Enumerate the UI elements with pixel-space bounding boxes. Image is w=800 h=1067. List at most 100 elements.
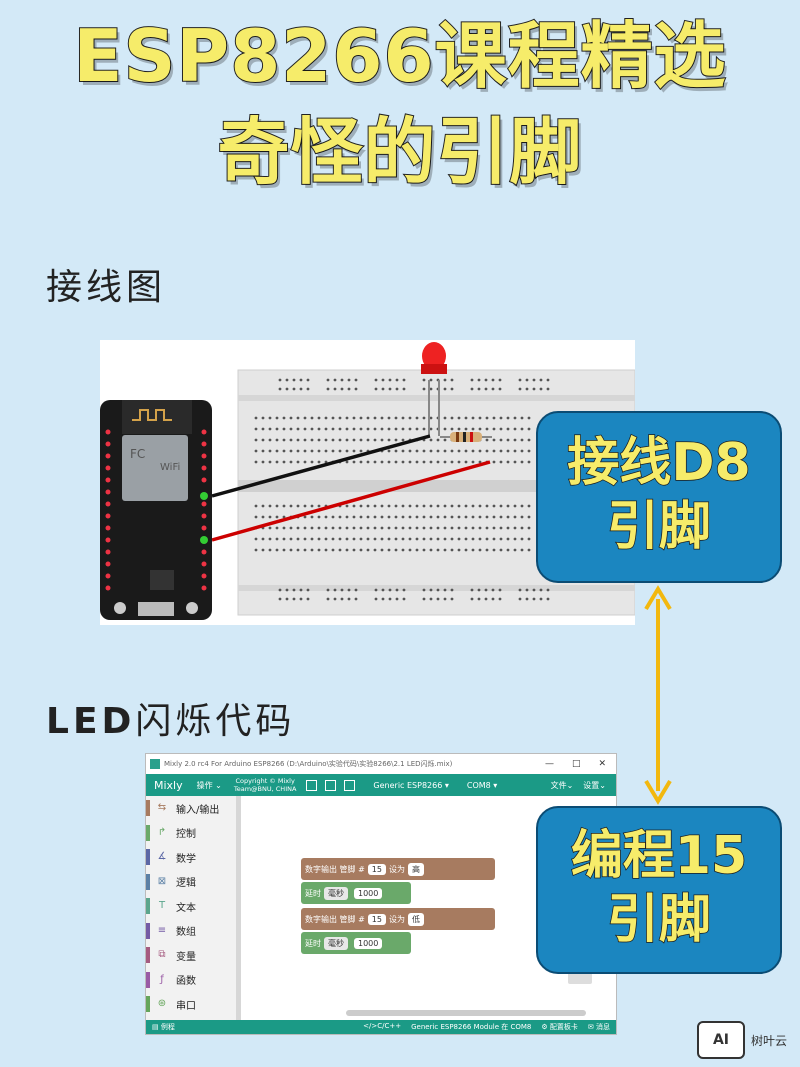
category-item[interactable]: ≡ 数组 [146,919,236,944]
category-label: 逻辑 [176,878,196,890]
level-field[interactable]: 低 [407,912,424,926]
section-code-prefix: LED [46,701,136,742]
category-item[interactable]: ƒ 函数 [146,968,236,993]
callout-top-line1: 接线D8 [567,432,752,494]
examples-label: 例程 [160,1023,175,1031]
examples-button[interactable]: ▤ 例程 [152,1023,175,1031]
category-item[interactable]: ⧉ 变量 [146,943,236,968]
category-color-bar [146,922,150,939]
file-menu[interactable]: 文件⌄ [550,780,574,790]
block-label: 延时 [305,938,321,948]
category-label: 串口 [176,1000,196,1012]
minimize-button[interactable]: — [544,759,554,769]
category-icon: ⧉ [158,949,166,961]
port-label: COM8 [466,780,491,790]
block-label: 数字输出 管脚 # [305,914,365,924]
section-code-heading: LED闪烁代码 [46,692,295,744]
section-code-suffix: 闪烁代码 [135,701,296,742]
language-indicator[interactable]: </>C/C++ [363,1022,402,1030]
messages-button[interactable]: ✉ 消息 [587,1023,610,1031]
code-icon[interactable] [344,779,356,791]
pin-field[interactable]: 15 [367,913,386,925]
delay-value-field[interactable]: 1000 [354,887,383,899]
chevron-down-icon: ⌄ [215,780,222,790]
digital-write-block-1[interactable]: 数字输出 管脚 # 15 设为 高 [301,858,495,880]
board-label: Generic ESP8266 [373,780,443,790]
pin-field[interactable]: 15 [367,863,386,875]
mixly-logo-icon [150,759,160,769]
category-label: 数组 [176,927,196,939]
category-label: 数学 [176,853,196,865]
unit-dropdown[interactable]: 毫秒 [324,936,348,950]
category-color-bar [146,824,150,841]
delay-block-1[interactable]: 延时 毫秒 1000 [301,882,411,904]
delay-block-2[interactable]: 延时 毫秒 1000 [301,932,411,954]
horizontal-scrollbar[interactable] [346,1010,586,1016]
double-arrow-icon [644,585,672,805]
svg-text:WiFi: WiFi [160,462,180,473]
board-config-button[interactable]: ⚙ 配置板卡 [541,1023,578,1031]
category-icon: ∡ [157,851,167,863]
category-icon: ƒ [160,973,164,985]
category-label: 变量 [176,951,196,963]
module-indicator[interactable]: Generic ESP8266 Module 在 COM8 [411,1023,532,1031]
copyright-line1: Copyright © Mixly [235,777,295,785]
category-color-bar [146,996,150,1013]
category-color-bar [146,947,150,964]
category-icon: ≡ [157,924,167,936]
window-titlebar: Mixly 2.0 rc4 For Arduino ESP8266 (D:\Ar… [146,754,616,774]
category-item[interactable]: ⊛ 串口 [146,992,236,1017]
close-button[interactable]: ✕ [598,759,606,769]
copyright: Copyright © Mixly Team@BNU, CHINA [228,777,303,793]
watermark: AI 树叶云 [697,1021,787,1059]
svg-text:FC: FC [130,447,145,461]
settings-menu[interactable]: 设置⌄ [583,780,606,790]
category-item[interactable]: ∡ 数学 [146,845,236,870]
category-icon: ⊛ [157,998,167,1010]
callout-wire-d8: 接线D8 引脚 [536,411,782,583]
category-item[interactable]: ↱ 控制 [146,821,236,846]
maximize-button[interactable]: □ [571,759,581,769]
board-config-label: 配置板卡 [549,1023,578,1031]
statusbar: ▤ 例程 </>C/C++ Generic ESP8266 Module 在 C… [146,1020,616,1034]
category-item[interactable]: T 文本 [146,894,236,919]
category-label: 函数 [176,976,196,988]
category-color-bar [146,971,150,988]
columns-icon[interactable] [325,779,337,791]
delay-value-field[interactable]: 1000 [354,937,383,949]
level-field[interactable]: 高 [407,862,424,876]
category-icon: ↱ [157,826,167,838]
settings-label: 设置 [583,780,600,790]
category-item[interactable]: ⊠逻辑 [146,870,236,895]
category-icon: T [158,900,166,912]
board-select[interactable]: Generic ESP8266 ▾ [373,780,449,790]
operate-menu[interactable]: 操作 ⌄ [191,780,228,791]
operate-label: 操作 [196,780,213,790]
toolbar: Mixly 操作 ⌄ Copyright © Mixly Team@BNU, C… [146,774,616,796]
messages-label: 消息 [596,1023,610,1031]
window-title: Mixly 2.0 rc4 For Arduino ESP8266 (D:\Ar… [164,760,453,768]
ai-badge: AI [697,1021,745,1059]
set-label: 设为 [388,914,405,924]
title-line-1: ESP8266课程精选 [72,13,727,99]
category-label: 文本 [176,902,196,914]
toolbar-brand: Mixly [154,778,183,792]
copyright-line2: Team@BNU, CHINA [233,785,297,793]
category-label: 输入/输出 [176,804,220,816]
callout-bottom-line2: 引脚 [606,889,712,951]
port-select[interactable]: COM8 ▾ [466,780,498,790]
callout-program-15: 编程15 引脚 [536,806,782,974]
category-color-bar [146,873,150,890]
category-label: 控制 [176,829,196,841]
category-item[interactable]: ⇆输入/输出 [146,796,236,821]
title-line-2: 奇怪的引脚 [216,109,583,195]
grid-icon[interactable] [306,779,318,791]
category-color-bar [146,898,150,915]
unit-dropdown[interactable]: 毫秒 [324,886,348,900]
file-label: 文件 [550,780,567,790]
set-label: 设为 [388,864,405,874]
category-sidebar: ⇆输入/输出 ↱ 控制 ∡ 数学 ⊠逻辑 T 文本 ≡ 数组 ⧉ 变量 ƒ 函数 ⊛ 串口 [146,796,241,1020]
digital-write-block-2[interactable]: 数字输出 管脚 # 15 设为 低 [301,908,495,930]
block-label: 数字输出 管脚 # [305,864,365,874]
callout-bottom-line1: 编程15 [570,825,748,887]
